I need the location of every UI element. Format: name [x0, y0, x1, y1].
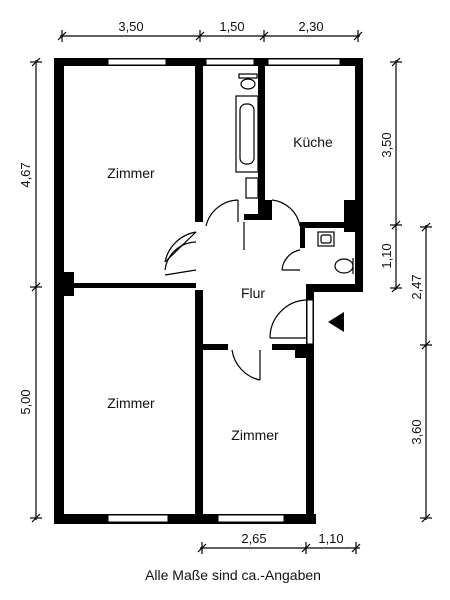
dim-right-2: 1,10: [379, 243, 394, 268]
entrance-arrow-icon: [328, 312, 344, 332]
walls: [54, 58, 363, 524]
dim-top-3: 2,30: [298, 19, 323, 34]
windows: [107, 58, 341, 523]
room-label-zimmer-bottom-left: Zimmer: [107, 395, 155, 411]
dim-top-1: 3,50: [118, 19, 143, 34]
caption: Alle Maße sind ca.-Angaben: [145, 567, 321, 583]
dim-right-1: 3,50: [379, 132, 394, 157]
bathtub-icon: [235, 95, 259, 173]
fixtures: [235, 73, 354, 274]
room-label-kueche: Küche: [293, 134, 333, 150]
dim-bottom-2: 1,10: [318, 531, 343, 546]
dimension-lines: [30, 30, 432, 554]
room-label-flur: Flur: [241, 285, 265, 301]
toilet-icon: [238, 73, 258, 90]
dim-left-1: 4,67: [18, 162, 33, 187]
door-swings: [164, 199, 307, 381]
wc-basin-icon: [317, 231, 335, 247]
dim-right-4: 3,60: [409, 419, 424, 444]
room-label-zimmer-bottom-right: Zimmer: [231, 427, 279, 443]
basin-icon: [245, 177, 259, 199]
wc-toilet-icon: [334, 258, 354, 274]
dim-bottom-1: 2,65: [241, 531, 266, 546]
dim-top-2: 1,50: [219, 19, 244, 34]
room-label-zimmer-top-left: Zimmer: [107, 165, 155, 181]
dim-right-3: 2,47: [409, 274, 424, 299]
dim-left-2: 5,00: [18, 389, 33, 414]
